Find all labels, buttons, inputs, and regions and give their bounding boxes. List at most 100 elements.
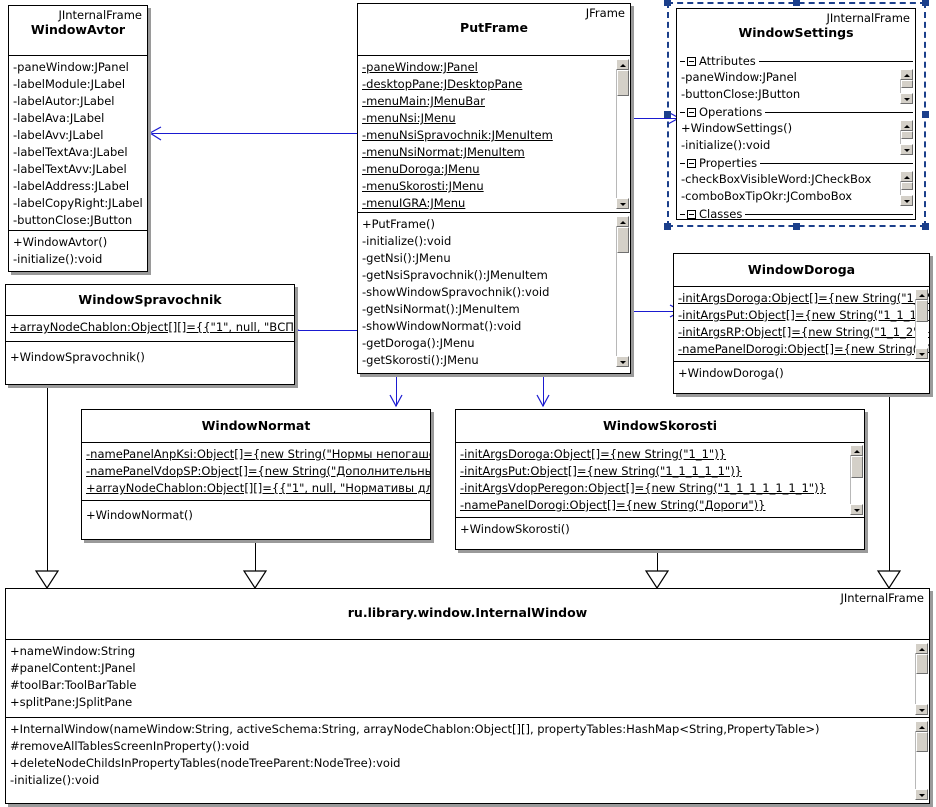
scroll-down-icon[interactable]: [900, 144, 913, 155]
scrollbar-thumb[interactable]: [617, 227, 629, 253]
class-stereotype: JFrame: [585, 6, 625, 20]
scroll-up-icon[interactable]: [915, 289, 928, 300]
scrollbar-thumb[interactable]: [901, 131, 913, 139]
scroll-up-icon[interactable]: [616, 216, 629, 227]
scrollbar-track[interactable]: [915, 732, 928, 789]
scrollbar-thumb[interactable]: [851, 456, 863, 478]
attributes-scrollbar-window-skorosti[interactable]: [850, 445, 863, 515]
attribute-item: +arrayNodeChablon:Object[][]={{"1", null…: [86, 481, 430, 495]
selection-handle-ne[interactable]: [922, 0, 929, 6]
collapse-toggle-icon[interactable]: [687, 158, 696, 168]
attribute-item: -initArgsRP:Object[]={new String("1_1_2"…: [678, 325, 929, 339]
operations-list-window-settings[interactable]: +WindowSettings() -initialize():void: [677, 120, 915, 155]
operations-compartment-window-normat[interactable]: +WindowNormat(): [82, 501, 430, 539]
attributes-compartment-window-avtor[interactable]: -paneWindow:JPanel -labelModule:JLabel -…: [9, 56, 147, 231]
operation-item: -getNsi():JMenu: [362, 251, 451, 265]
selection-handle-w[interactable]: [664, 111, 671, 118]
selection-handle-n[interactable]: [793, 0, 800, 6]
scroll-down-icon[interactable]: [850, 504, 863, 515]
scrollbar-thumb[interactable]: [916, 732, 928, 752]
collapse-toggle-icon[interactable]: [687, 107, 696, 117]
attributes-compartment-window-doroga[interactable]: -initArgsDoroga:Object[]={new String("1_…: [674, 287, 929, 362]
scrollbar-thumb[interactable]: [916, 300, 928, 322]
operations-scrollbar-internal-window[interactable]: [915, 721, 928, 800]
selection-handle-sw[interactable]: [664, 223, 671, 230]
class-box-internal-window[interactable]: JInternalFrame ru.library.window.Interna…: [5, 588, 930, 804]
attributes-compartment-window-normat[interactable]: -namePanelAnpKsi:Object[]={new String("Н…: [82, 443, 430, 501]
scrollbar-track[interactable]: [900, 80, 913, 93]
scroll-up-icon[interactable]: [900, 69, 913, 80]
scrollbar-thumb[interactable]: [901, 182, 913, 190]
class-name: PutFrame: [460, 20, 528, 35]
section-header-classes[interactable]: Classes: [677, 206, 915, 219]
operations-scrollbar-put-frame[interactable]: [616, 216, 629, 367]
attributes-scrollbar-window-settings[interactable]: [900, 69, 913, 104]
operations-compartment-put-frame[interactable]: +PutFrame() -initialize():void -getNsi()…: [358, 213, 630, 371]
section-header-attributes[interactable]: Attributes: [677, 53, 915, 69]
scrollbar-track[interactable]: [900, 182, 913, 195]
scroll-down-icon[interactable]: [900, 195, 913, 206]
properties-list-window-settings[interactable]: -checkBoxVisibleWord:JCheckBox -comboBox…: [677, 171, 915, 206]
selection-handle-s[interactable]: [793, 223, 800, 230]
scroll-down-icon[interactable]: [900, 93, 913, 104]
collapse-toggle-icon[interactable]: [687, 56, 696, 66]
section-header-operations[interactable]: Operations: [677, 104, 915, 120]
operations-scrollbar-window-settings[interactable]: [900, 120, 913, 155]
class-box-put-frame[interactable]: JFrame PutFrame -paneWindow:JPanel -desk…: [357, 3, 631, 374]
class-box-window-doroga[interactable]: WindowDoroga -initArgsDoroga:Object[]={n…: [673, 253, 930, 394]
class-box-window-settings[interactable]: JInternalFrame WindowSettings Attributes…: [676, 8, 916, 220]
selection-handle-nw[interactable]: [664, 0, 671, 6]
scrollbar-track[interactable]: [915, 654, 928, 704]
attributes-compartment-put-frame[interactable]: -paneWindow:JPanel -desktopPane:JDesktop…: [358, 56, 630, 213]
section-label: Properties: [699, 156, 758, 170]
scrollbar-track[interactable]: [616, 227, 629, 356]
selection-handle-e[interactable]: [922, 111, 929, 118]
class-box-window-spravochnik[interactable]: WindowSpravochnik +arrayNodeChablon:Obje…: [5, 284, 295, 385]
attributes-list-window-settings[interactable]: -paneWindow:JPanel -buttonClose:JButton: [677, 69, 915, 104]
operations-compartment-internal-window[interactable]: +InternalWindow(nameWindow:String, activ…: [6, 718, 929, 803]
scroll-down-icon[interactable]: [616, 356, 629, 367]
attributes-compartment-internal-window[interactable]: +nameWindow:String #panelContent:JPanel …: [6, 640, 929, 718]
scroll-down-icon[interactable]: [915, 348, 928, 359]
scroll-up-icon[interactable]: [915, 643, 928, 654]
scroll-up-icon[interactable]: [850, 445, 863, 456]
operations-compartment-window-skorosti[interactable]: +WindowSkorosti(): [456, 518, 864, 548]
attributes-compartment-window-spravochnik[interactable]: +arrayNodeChablon:Object[][]={{"1", null…: [6, 316, 294, 342]
scroll-up-icon[interactable]: [616, 59, 629, 70]
attribute-item: -initArgsDoroga:Object[]={new String("1_…: [460, 447, 727, 461]
attributes-scrollbar-internal-window[interactable]: [915, 643, 928, 715]
selection-handle-se[interactable]: [922, 223, 929, 230]
class-header-internal-window: JInternalFrame ru.library.window.Interna…: [6, 589, 929, 640]
attributes-compartment-window-skorosti[interactable]: -initArgsDoroga:Object[]={new String("1_…: [456, 443, 864, 518]
scrollbar-track[interactable]: [850, 456, 863, 504]
attributes-scrollbar-window-doroga[interactable]: [915, 289, 928, 359]
scroll-up-icon[interactable]: [900, 171, 913, 182]
properties-scrollbar-window-settings[interactable]: [900, 171, 913, 206]
class-box-window-normat[interactable]: WindowNormat -namePanelAnpKsi:Object[]={…: [81, 409, 431, 540]
collapse-toggle-icon[interactable]: [687, 209, 696, 219]
scroll-down-icon[interactable]: [616, 198, 629, 209]
operations-compartment-window-spravochnik[interactable]: +WindowSpravochnik(): [6, 342, 294, 384]
operations-compartment-window-avtor[interactable]: +WindowAvtor() -initialize():void: [9, 231, 147, 271]
operation-item: +WindowSkorosti(): [460, 522, 570, 536]
operation-item: +WindowSettings(): [681, 121, 793, 135]
scrollbar-track[interactable]: [900, 131, 913, 144]
scrollbar-thumb[interactable]: [916, 654, 928, 674]
operations-compartment-window-doroga[interactable]: +WindowDoroga(): [674, 362, 929, 392]
scroll-down-icon[interactable]: [915, 704, 928, 715]
scroll-down-icon[interactable]: [915, 789, 928, 800]
attributes-scrollbar-put-frame[interactable]: [616, 59, 629, 209]
scroll-up-icon[interactable]: [900, 120, 913, 131]
scrollbar-thumb[interactable]: [901, 80, 913, 88]
operation-item: -getSkorosti():JMenu: [362, 353, 479, 367]
class-box-window-avtor[interactable]: JInternalFrame WindowAvtor -paneWindow:J…: [8, 5, 148, 272]
scrollbar-thumb[interactable]: [617, 70, 629, 96]
scrollbar-track[interactable]: [915, 300, 928, 348]
section-dash: [680, 162, 685, 164]
scrollbar-track[interactable]: [616, 70, 629, 198]
section-header-properties[interactable]: Properties: [677, 155, 915, 171]
class-box-window-skorosti[interactable]: WindowSkorosti -initArgsDoroga:Object[]=…: [455, 409, 865, 550]
attribute-item: -namePanelVdopSP:Object[]={new String("Д…: [86, 464, 430, 478]
scroll-up-icon[interactable]: [915, 721, 928, 732]
